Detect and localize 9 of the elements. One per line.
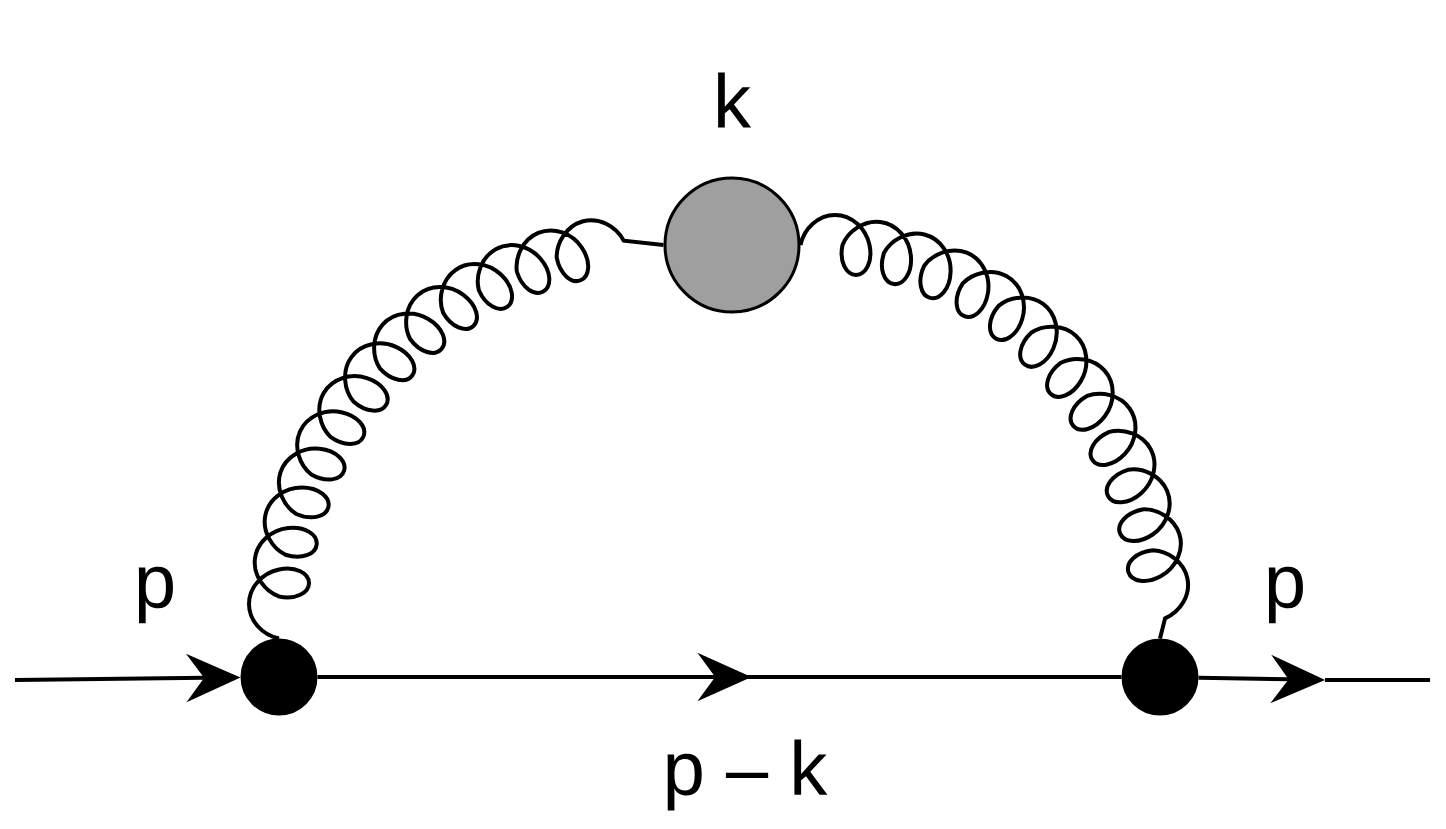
blob-circle	[663, 176, 801, 314]
edge-label: p	[138, 566, 173, 624]
vertex-dot	[240, 638, 318, 716]
gluon-line	[798, 213, 1190, 640]
edge-label: p	[1268, 566, 1303, 624]
edge-label: p – k	[667, 739, 828, 811]
vertex-dot	[1121, 638, 1199, 716]
gluon-line	[247, 219, 664, 641]
momentum-label: k	[718, 72, 752, 128]
